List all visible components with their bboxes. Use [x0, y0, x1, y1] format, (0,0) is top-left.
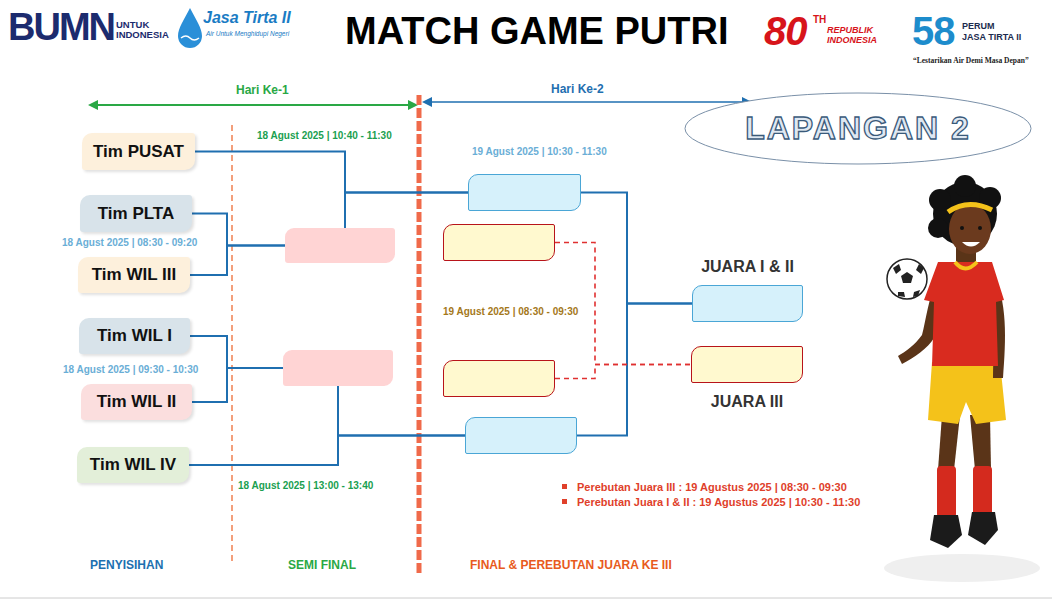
ball-patch [893, 264, 901, 274]
water-drop-icon [178, 8, 202, 48]
stage-label: SEMI FINAL [288, 559, 356, 573]
team-box: Tim WIL II [81, 384, 192, 420]
day-arrow-line [428, 101, 746, 103]
logo-text: JASA TIRTA II [962, 32, 1021, 42]
bracket-connector [192, 214, 285, 246]
schedule-label: 19 Agust 2025 | 08:30 - 09:30 [443, 306, 578, 318]
logo-text: Jasa Tirta II [203, 9, 291, 27]
schedule-label: 18 Agust 2025 | 10:40 - 11:30 [257, 130, 392, 142]
logo-text: PERUM [962, 21, 995, 31]
bracket-connector [195, 152, 468, 193]
logo-text: 58 [912, 8, 955, 54]
stage-label: PENYISIHAN [90, 559, 163, 573]
bullet-mark [562, 484, 567, 489]
collar [955, 262, 977, 269]
schedule-label: 18 Agust 2025 | 09:30 - 10:30 [63, 364, 198, 376]
team-name: Tim WIL II [97, 392, 177, 412]
bottom-rule [0, 598, 1052, 599]
final-slot [465, 417, 577, 454]
hair [928, 218, 948, 238]
field-name: LAPANGAN 2 [745, 110, 971, 147]
team-box: Tim WIL IV [77, 447, 189, 483]
team-name: Tim PLTA [98, 204, 175, 224]
schedule-label: 18 Agust 2025 | 13:00 - 13:40 [238, 480, 373, 492]
bracket-connector [190, 246, 285, 276]
day-label: Hari Ke-2 [551, 83, 604, 97]
third-place-slot [443, 360, 555, 397]
winner-box [692, 285, 803, 322]
team-name: Tim WIL IV [90, 455, 176, 475]
shoe [968, 512, 998, 545]
arrow-head [88, 100, 98, 110]
schedule-note: Perebutan Juara I & II : 19 Agustus 2025… [577, 496, 860, 509]
ball-patch [898, 292, 905, 297]
schedule-label: 19 Agust 2025 | 10:30 - 11:30 [472, 146, 607, 158]
ellipse-shape [685, 93, 1031, 164]
logo-text: BUMN [8, 6, 114, 50]
team-name: Tim PUSAT [93, 142, 184, 162]
semifinal-slot [285, 228, 395, 263]
stage-divider [231, 125, 233, 565]
sock [973, 466, 992, 516]
shoe [930, 515, 962, 548]
semifinal-slot [283, 350, 393, 386]
team-box: Tim WIL III [78, 257, 190, 293]
shadow [884, 554, 1040, 582]
third-place-connector [555, 243, 691, 365]
bracket-connector [192, 368, 283, 402]
winner-heading: JUARA III [711, 392, 783, 412]
winner-box [691, 346, 803, 383]
sock [937, 466, 956, 518]
ball-patch [916, 264, 924, 274]
winner-slot: JUARA I & II [692, 257, 803, 322]
logo-text: TH [813, 14, 826, 26]
stage-label: FINAL & PEREBUTAN JUARA KE III [470, 559, 672, 573]
schedule-note: Perebutan Juara III : 19 Agustus 2025 | … [577, 481, 847, 494]
day-arrow-line [94, 104, 412, 106]
bracket-connector [189, 436, 465, 466]
ball-patch [901, 272, 913, 283]
face [949, 204, 991, 254]
team-box: Tim PUSAT [82, 133, 195, 170]
eye [960, 226, 964, 230]
third-place-slot [443, 224, 555, 261]
ball-patch [913, 290, 920, 297]
player-illustration [884, 175, 1040, 582]
hair [929, 189, 951, 211]
hair [954, 175, 976, 197]
bullet-mark [562, 499, 567, 504]
winner-slot: JUARA III [691, 346, 803, 412]
schedule-label: 18 Agust 2025 | 08:30 - 09:20 [62, 237, 197, 249]
smile [962, 242, 980, 247]
soccer-ball [887, 259, 927, 299]
logo-tagline: “Lestarikan Air Demi Masa Depan” [913, 57, 1029, 66]
team-box: Tim WIL I [79, 318, 190, 354]
winner-heading: JUARA I & II [701, 257, 794, 277]
shirt [924, 262, 1004, 366]
third-place-connector [555, 365, 691, 379]
logo-text: 80 [764, 8, 807, 54]
water-wave [181, 36, 199, 40]
bracket-connector [190, 336, 283, 368]
final-slot [468, 174, 581, 211]
team-name: Tim WIL III [92, 265, 176, 285]
bracket-connector [581, 193, 692, 304]
field-ellipse: LAPANGAN 2 [684, 92, 1032, 165]
team-box: Tim PLTA [80, 195, 192, 232]
team-name: Tim WIL I [97, 326, 172, 346]
headband [948, 204, 992, 212]
logo-text: REPUBLIK INDONESIA [827, 26, 885, 46]
logo-tagline: Air Untuk Menghidupi Negeri [206, 30, 289, 37]
eye [978, 226, 982, 230]
day-label: Hari Ke-1 [236, 84, 289, 98]
day-divider [417, 95, 422, 576]
title-text: MATCH GAME PUTRI [345, 10, 729, 54]
logo-text: UNTUK INDONESIA [116, 20, 176, 40]
bracket-connector [345, 193, 468, 229]
arrow-head [422, 97, 432, 107]
